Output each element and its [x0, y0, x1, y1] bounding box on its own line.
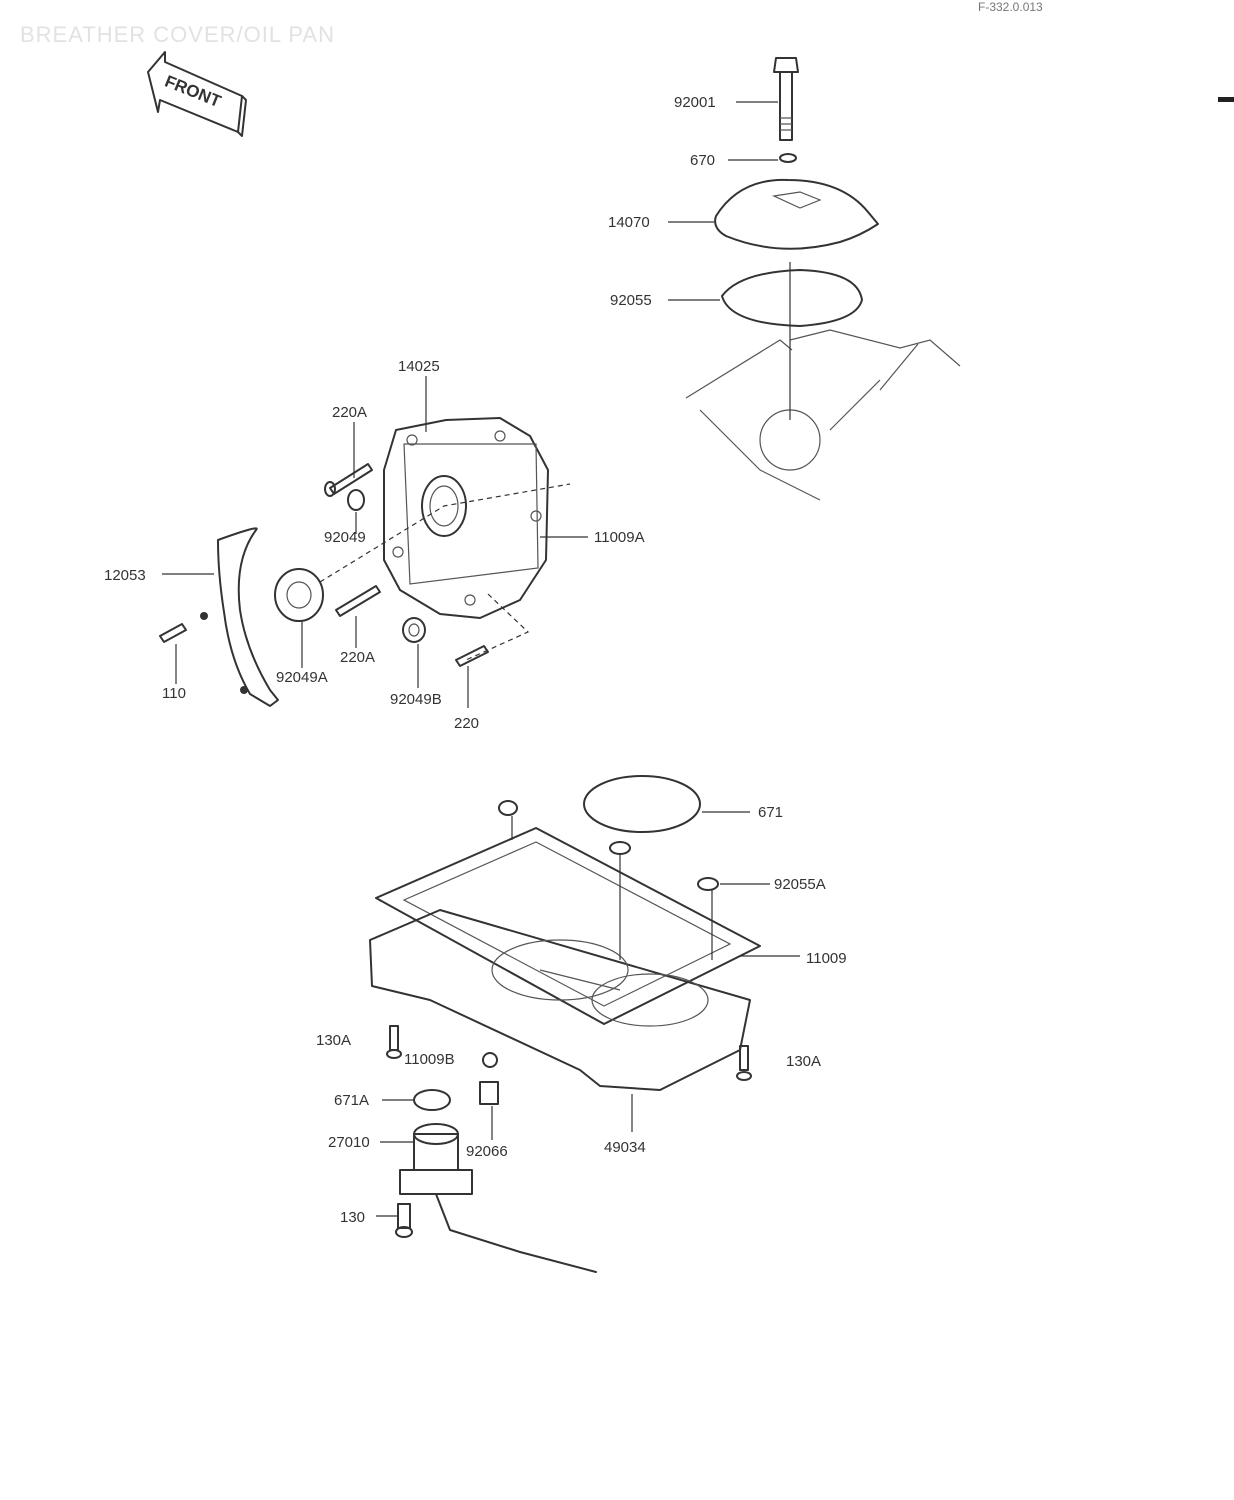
label-220A-mid: 220A: [340, 649, 375, 666]
label-92049A: 92049A: [276, 669, 328, 686]
breather-cover-assembly: [685, 57, 961, 501]
gasket-11009: [375, 827, 761, 1025]
bolt-220A-top: [329, 463, 373, 495]
strainer-pipe: [435, 1193, 597, 1273]
oil-seal-92049A: [274, 568, 324, 622]
edge-mark: [1218, 97, 1234, 102]
bolt-92001: [773, 57, 799, 73]
o-ring-671: [583, 775, 701, 833]
label-49034: 49034: [604, 1139, 646, 1156]
plug-92055A: [697, 877, 719, 891]
leader-lines: [162, 101, 800, 1217]
gasket-11009B: [482, 1052, 498, 1068]
bolt-130A-left: [389, 1025, 399, 1051]
label-12053: 12053: [104, 567, 146, 584]
collar-92049: [347, 489, 365, 511]
bolt-220: [455, 645, 489, 667]
label-11009A: 11009A: [594, 529, 645, 546]
breather-cover-14070: [714, 178, 879, 250]
label-220: 220: [454, 715, 479, 732]
label-14025: 14025: [398, 358, 440, 375]
label-14070: 14070: [608, 214, 650, 231]
collar-92049B: [402, 617, 426, 643]
chain-guide-12053: [217, 527, 279, 707]
bolt-130: [397, 1203, 411, 1229]
bolt-130A-right: [739, 1045, 749, 1071]
label-130A-left: 130A: [316, 1032, 351, 1049]
page-title: BREATHER COVER/OIL PAN: [20, 22, 335, 47]
label-220A-top: 220A: [332, 404, 367, 421]
oil-pipe-fitting: [609, 841, 631, 855]
diagram-code: F-332.0.013: [978, 0, 1043, 14]
washer-670: [779, 153, 797, 163]
cover-14025: [383, 417, 549, 619]
label-92055: 92055: [610, 292, 652, 309]
label-92066: 92066: [466, 1143, 508, 1160]
label-110: 110: [162, 685, 186, 702]
label-11009B: 11009B: [404, 1051, 455, 1068]
gasket-92055: [721, 269, 863, 327]
left-cover-assembly: [159, 417, 571, 707]
label-92049B: 92049B: [390, 691, 442, 708]
label-670: 670: [690, 152, 715, 169]
label-92055A: 92055A: [774, 876, 826, 893]
front-arrow: FRONT: [147, 51, 247, 137]
label-27010: 27010: [328, 1134, 370, 1151]
o-ring-671A: [413, 1089, 451, 1111]
oil-pan-assembly: [369, 775, 761, 1273]
label-11009: 11009: [806, 950, 847, 967]
label-671: 671: [758, 804, 783, 821]
label-671A: 671A: [334, 1092, 369, 1109]
bolt-110: [159, 623, 187, 643]
label-92049: 92049: [324, 529, 366, 546]
part-labels: 92001 670 14070 92055 14025 220A 92049 1…: [104, 94, 847, 1226]
label-130: 130: [340, 1209, 365, 1226]
oil-pan-screw: [498, 800, 518, 816]
plug-92066: [479, 1081, 499, 1105]
label-130A-right: 130A: [786, 1053, 821, 1070]
crankcase-fragment: [685, 329, 961, 501]
oil-filter-27010: [413, 1133, 459, 1171]
oil-pan-49034: [369, 909, 751, 1091]
label-92001: 92001: [674, 94, 716, 111]
bolt-220A-mid: [335, 585, 381, 617]
